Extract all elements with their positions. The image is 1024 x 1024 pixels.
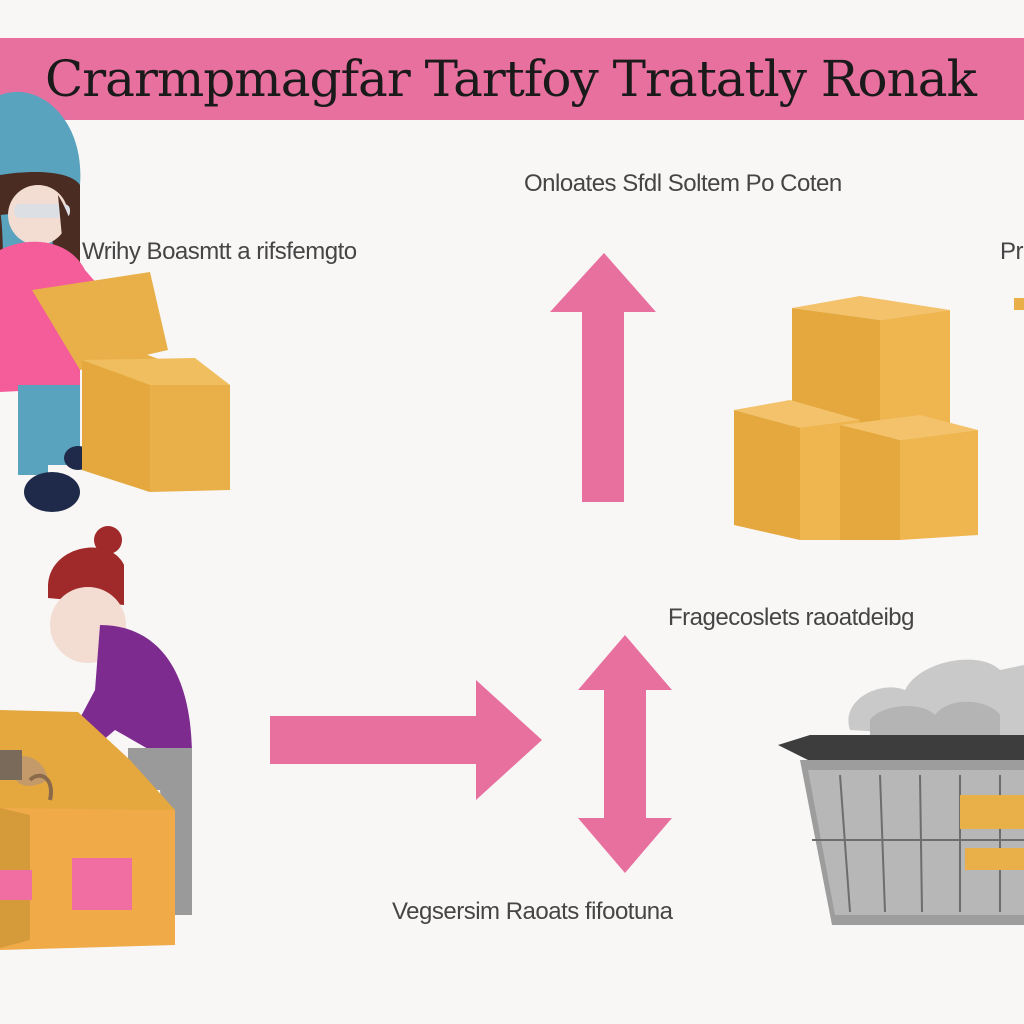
label-mid-right: Fragecoslets raoatdeibg: [668, 604, 914, 631]
tray-container-icon: [778, 659, 1024, 925]
label-bottom-center: Vegsersim Raoats fifootuna: [392, 898, 673, 925]
label-top-center: Onloates Sfdl Soltem Po Coten: [524, 170, 842, 197]
open-box-icon: [0, 710, 175, 950]
label-left-top: Wrihy Boasmtt a rifsfemgto: [82, 238, 357, 265]
arrow-double-icon: [578, 635, 672, 873]
title-banner: [0, 38, 1024, 120]
label-right-top: Pr: [1000, 238, 1024, 265]
arrow-up-icon: [550, 253, 656, 502]
arrow-right-icon: [270, 680, 542, 800]
partial-box-icon: [1014, 298, 1024, 310]
page-title: Crarmpmagfar Tartfoy Tratatly Ronak: [45, 50, 977, 108]
stacked-boxes-icon: [734, 296, 978, 540]
open-box-icon: [32, 272, 230, 492]
